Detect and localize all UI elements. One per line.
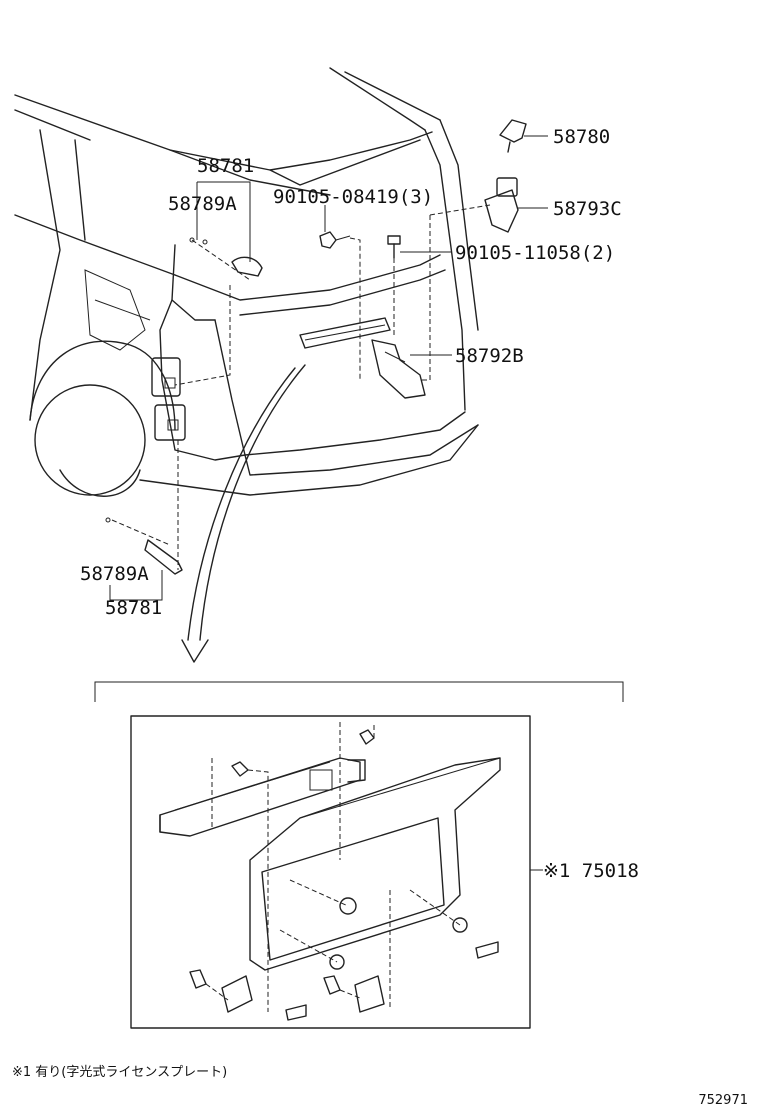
leader-lines [109, 135, 548, 601]
nut-90105-08419 [319, 231, 351, 249]
callout-58792b: 58792B [455, 345, 524, 367]
assembly-dash-lines-upper [111, 204, 491, 570]
bracket-58792b [371, 339, 426, 399]
footnote: ※1 有り(字光式ライセンスプレート) [12, 1065, 227, 1080]
fasteners-lower [189, 729, 499, 1021]
clip-58780 [499, 119, 527, 153]
bolt-90105-11058 [387, 235, 401, 259]
detail-arrow [181, 364, 306, 663]
callout-58780: 58780 [553, 126, 610, 148]
assembly-dash-lines-lower [205, 722, 461, 1012]
callout-58789a-top: 58789A [168, 193, 237, 215]
callout-90105-08419: 90105-08419(3) [273, 186, 433, 208]
callout-58789a-bottom: 58789A [80, 563, 149, 585]
clip-58781-top [189, 237, 263, 277]
detail-frame [130, 715, 531, 1029]
callout-58781-top: 58781 [197, 155, 254, 177]
clip-58781-bottom [105, 517, 183, 575]
detail-bracket-line [94, 681, 624, 702]
license-plate-frame [249, 757, 501, 971]
callout-75018: ※1 75018 [543, 860, 639, 882]
lamp-housing-bar [159, 757, 366, 837]
garnish-lamp-bar [299, 317, 391, 349]
vehicle-body-outline [14, 67, 479, 497]
diagram-code: 752971 [698, 1093, 748, 1108]
cover-58793c [484, 177, 519, 233]
callout-90105-11058: 90105-11058(2) [455, 242, 615, 264]
callout-58781-bottom: 58781 [105, 597, 162, 619]
callout-58793c: 58793C [553, 198, 622, 220]
license-lamp-assembly-left [151, 357, 186, 441]
